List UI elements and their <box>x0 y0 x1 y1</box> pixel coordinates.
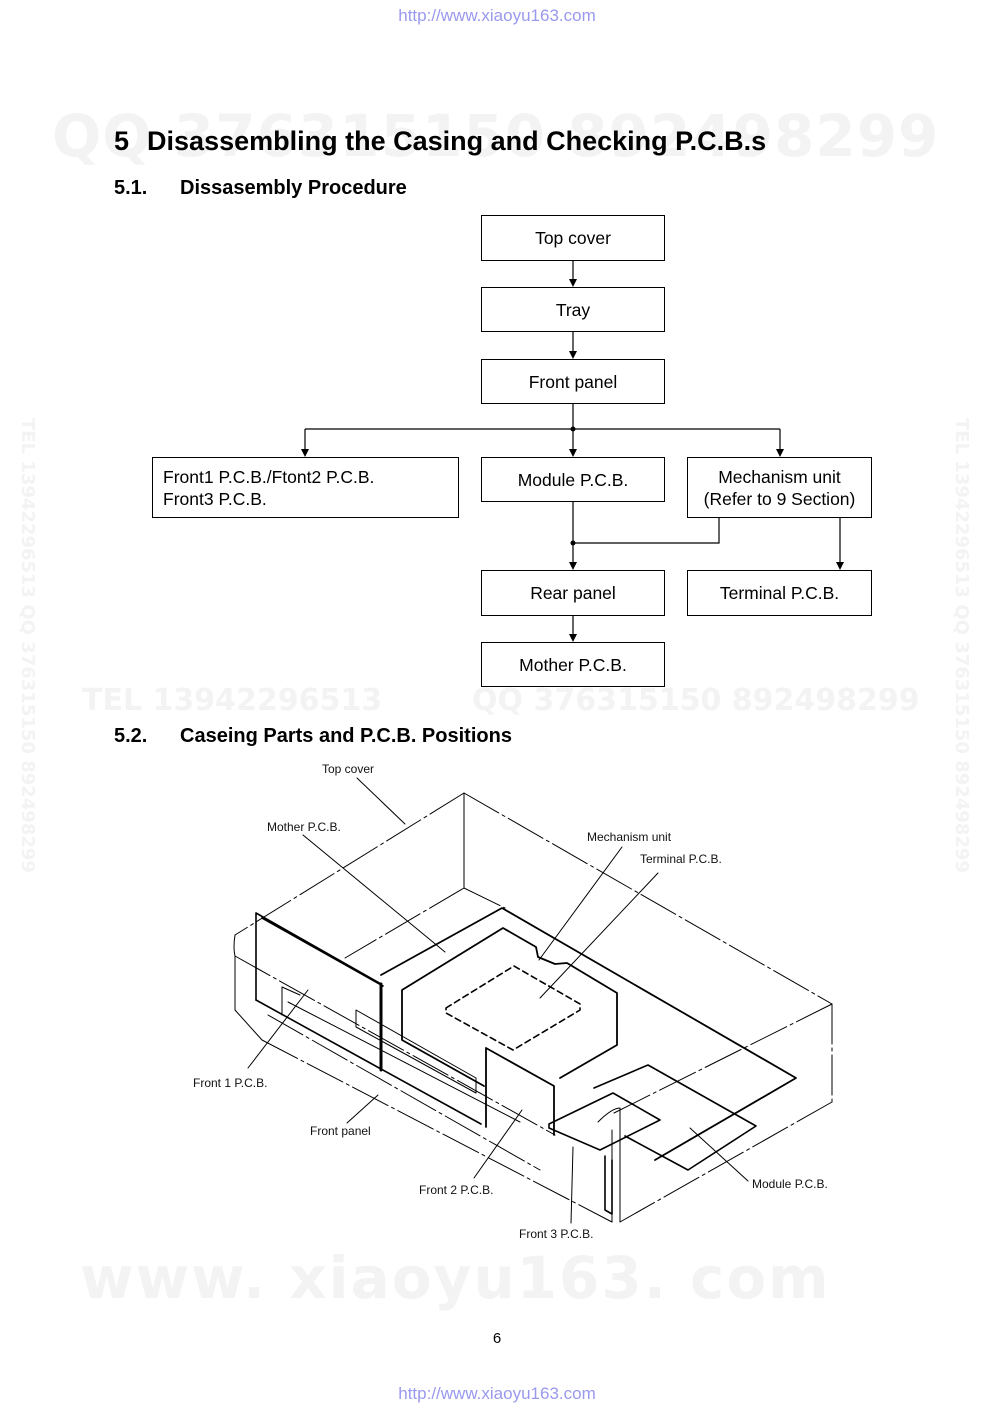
leader-front-panel <box>346 1094 379 1124</box>
header-url-link[interactable]: http://www.xiaoyu163.com <box>398 6 596 25</box>
junction-dot <box>570 540 576 546</box>
terminal-pcb-dashed <box>445 965 581 1051</box>
node-label: Rear panel <box>530 583 616 603</box>
leader-module-pcb <box>689 1127 749 1182</box>
watermark-tel-middle: TEL 13942296513 <box>82 683 383 718</box>
flow-node-rear-panel: Rear panel <box>481 570 665 616</box>
leader-front2-pcb <box>473 1109 523 1179</box>
node-label: Front panel <box>528 371 618 392</box>
flowchart-connectors <box>301 260 844 642</box>
node-label-line2: Front3 P.C.B. <box>163 488 267 509</box>
flow-node-front-panel: Front panel <box>481 359 665 404</box>
label-front2-pcb: Front 2 P.C.B. <box>419 1183 493 1197</box>
node-label: Tray <box>555 299 591 320</box>
arrowhead <box>569 449 577 457</box>
arrowhead <box>301 449 309 457</box>
section-title: Disassembling the Casing and Checking P.… <box>147 126 767 156</box>
mechanism-unit-box <box>401 927 618 1087</box>
flow-node-mechanism-unit: Mechanism unit (Refer to 9 Section) <box>687 457 872 518</box>
subsection-heading-positions: 5.2. Caseing Parts and P.C.B. Positions <box>114 725 512 748</box>
front2-pcb-plate <box>485 1047 555 1136</box>
arrowhead <box>569 562 577 570</box>
leader-mechanism-unit <box>538 846 623 961</box>
front-panel-curve <box>233 934 263 1041</box>
subsection-heading-procedure: 5.1. Dissasembly Procedure <box>114 177 407 200</box>
front3-pcb-board <box>548 1092 661 1151</box>
watermark-qq-middle: QQ 376315150 892498299 <box>472 683 920 718</box>
leader-front1-pcb <box>247 989 309 1069</box>
top-cover-outline <box>234 792 833 1223</box>
arrowhead <box>836 562 844 570</box>
label-front1-pcb: Front 1 P.C.B. <box>193 1076 267 1090</box>
footer-url-link[interactable]: http://www.xiaoyu163.com <box>398 1384 596 1403</box>
flow-node-terminal-pcb: Terminal P.C.B. <box>687 570 872 616</box>
node-label-line2: (Refer to 9 Section) <box>703 488 856 509</box>
module-pcb-board <box>593 1064 757 1171</box>
subsection-number: 5.1. <box>114 177 148 199</box>
front-panel-plate <box>255 912 482 1125</box>
label-front-panel: Front panel <box>310 1124 371 1138</box>
arrowhead <box>776 449 784 457</box>
arrowhead <box>569 634 577 642</box>
subsection-title: Dissasembly Procedure <box>180 177 407 199</box>
label-mechanism-unit: Mechanism unit <box>587 830 672 844</box>
watermark-qq-top: QQ 376315150 892498299 <box>52 102 940 170</box>
label-module-pcb: Module P.C.B. <box>752 1177 828 1191</box>
mother-pcb-outline <box>380 907 797 1161</box>
display-window <box>355 1009 477 1094</box>
node-label-line1: Mechanism unit <box>718 466 841 487</box>
page-number: 6 <box>492 1330 502 1347</box>
watermark-site-bottom: www. xiaoyu163. com <box>80 1244 831 1312</box>
label-mother-pcb: Mother P.C.B. <box>267 820 341 834</box>
front1-pcb-window <box>281 986 521 1123</box>
label-top-cover: Top cover <box>322 762 374 776</box>
node-label: Mother P.C.B. <box>519 654 627 675</box>
leader-lines <box>247 777 749 1224</box>
node-label: Top cover <box>535 228 611 248</box>
flow-node-front-pcbs: Front1 P.C.B./Ftont2 P.C.B. Front3 P.C.B… <box>152 457 459 518</box>
subsection-title: Caseing Parts and P.C.B. Positions <box>180 725 512 747</box>
edge-mechanism-rearpanel <box>573 517 720 544</box>
leader-mother-pcb <box>302 834 446 953</box>
label-front3-pcb: Front 3 P.C.B. <box>519 1227 593 1241</box>
flow-node-module-pcb: Module P.C.B. <box>481 457 665 502</box>
subsection-number: 5.2. <box>114 725 148 747</box>
section-heading: 5 Disassembling the Casing and Checking P… <box>114 126 766 157</box>
node-label: Module P.C.B. <box>517 469 629 490</box>
arrowhead <box>569 351 577 359</box>
front-corner-curve <box>597 1107 621 1223</box>
flow-node-top-cover: Top cover <box>481 215 665 261</box>
flow-node-tray: Tray <box>481 287 665 332</box>
flow-node-mother-pcb: Mother P.C.B. <box>481 642 665 687</box>
node-label: Terminal P.C.B. <box>719 583 840 603</box>
leader-front3-pcb <box>570 1146 574 1224</box>
leader-terminal-pcb <box>539 872 659 999</box>
arrowhead <box>569 279 577 287</box>
leader-top-cover <box>356 777 406 825</box>
node-label-line1: Front1 P.C.B./Ftont2 P.C.B. <box>163 466 375 487</box>
section-number: 5 <box>114 126 130 156</box>
label-terminal-pcb: Terminal P.C.B. <box>640 852 722 866</box>
front3-bracket <box>604 1155 613 1215</box>
